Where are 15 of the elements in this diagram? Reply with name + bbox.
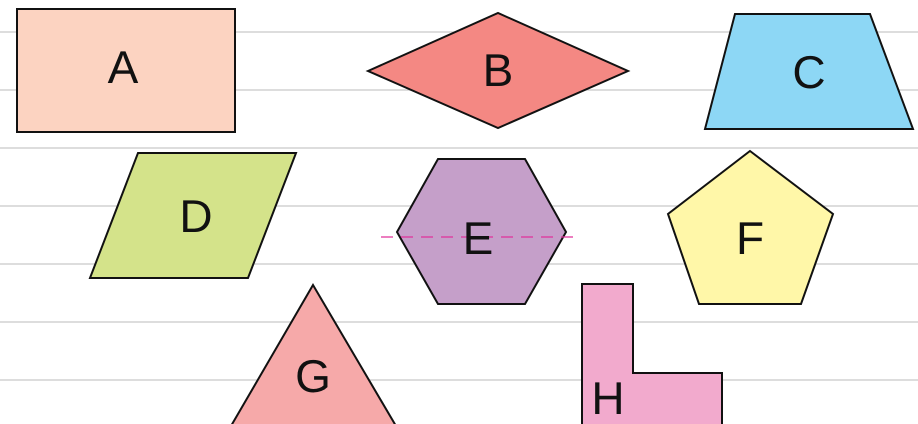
shape-letter: B xyxy=(482,47,514,93)
shape-letter: H xyxy=(591,375,625,421)
shape-letter: G xyxy=(295,353,331,399)
shape-letter: A xyxy=(108,44,138,90)
l-shape xyxy=(582,284,722,424)
parallelogram-shape xyxy=(90,153,296,278)
trapezoid-shape xyxy=(705,14,913,129)
rectangle-shape xyxy=(17,9,235,132)
triangle-shape xyxy=(231,285,396,424)
shape-letter: F xyxy=(736,215,764,261)
hexagon-shape xyxy=(397,159,566,304)
pentagon-shape xyxy=(668,151,833,304)
shape-letter: C xyxy=(792,49,826,95)
rhombus-shape xyxy=(368,13,628,128)
shape-letter: D xyxy=(179,193,213,239)
